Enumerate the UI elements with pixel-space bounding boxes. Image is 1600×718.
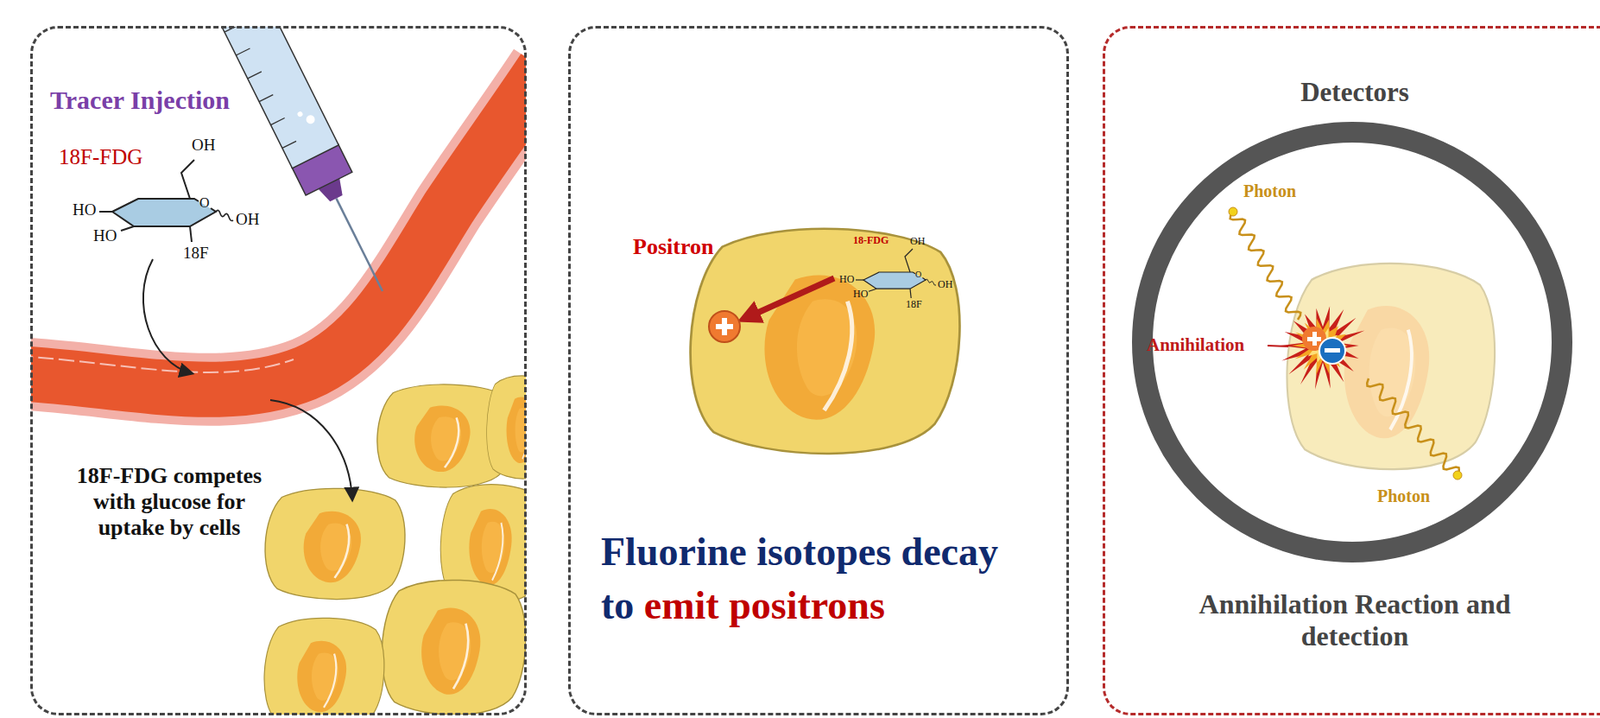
annihilation-burst bbox=[1280, 305, 1366, 390]
positron-arrow bbox=[746, 278, 835, 318]
process-panel: Fluorine isotopes decay toemit positrons bbox=[568, 25, 1069, 715]
syringe bbox=[193, 26, 406, 303]
cell bbox=[690, 228, 961, 454]
uptake-arrow bbox=[143, 259, 192, 374]
panel-heading: Fluorine isotopes decay bbox=[600, 529, 999, 576]
detector-ring bbox=[1142, 132, 1563, 552]
atom-label: HO bbox=[72, 201, 96, 220]
uptake-arrow bbox=[270, 399, 353, 500]
panel-text: 18F-FDG competes with glucose for uptake… bbox=[65, 462, 273, 541]
panel-heading: Detectors bbox=[1182, 76, 1528, 108]
annihilation-label: Annihilation bbox=[1146, 335, 1245, 355]
process-panel: Tracer Injection 18F-FDG competes with gl… bbox=[30, 25, 527, 715]
panel-text: Annihilation Reaction and detection bbox=[1182, 588, 1528, 652]
atom-label: 18F bbox=[905, 298, 923, 310]
panel-text: to bbox=[600, 582, 634, 629]
atom-label: HO bbox=[93, 227, 117, 246]
burst-shape bbox=[1280, 305, 1366, 390]
atom-label: O bbox=[915, 269, 922, 279]
tracer-name: 18-FDG bbox=[853, 234, 889, 247]
photon-label: Photon bbox=[1243, 181, 1297, 201]
atom-label: O bbox=[199, 195, 210, 211]
photon-wave bbox=[1230, 211, 1302, 320]
tracer-name: 18F-FDG bbox=[58, 145, 143, 170]
atom-label: HO bbox=[839, 273, 854, 285]
atom-label: OH bbox=[235, 210, 260, 229]
atom-label: 18F bbox=[183, 244, 209, 263]
atom-label: HO bbox=[853, 288, 868, 300]
particle-label: Positron bbox=[632, 234, 714, 260]
atom-label: OH bbox=[191, 136, 216, 155]
blood-vessel-scene bbox=[31, 26, 526, 715]
photon-wave bbox=[1366, 378, 1460, 475]
electron-symbol bbox=[1319, 337, 1346, 364]
atom-label: OH bbox=[937, 278, 953, 291]
burst-shape bbox=[1291, 317, 1348, 375]
positron-symbol bbox=[708, 310, 740, 342]
atom-label: OH bbox=[910, 235, 925, 247]
panel-heading: Tracer Injection bbox=[50, 85, 230, 116]
panel-text: emit positrons bbox=[644, 582, 886, 629]
process-panel: DetectorsAnnihilation Reaction and detec… bbox=[1102, 25, 1600, 715]
photon-label: Photon bbox=[1377, 486, 1430, 506]
